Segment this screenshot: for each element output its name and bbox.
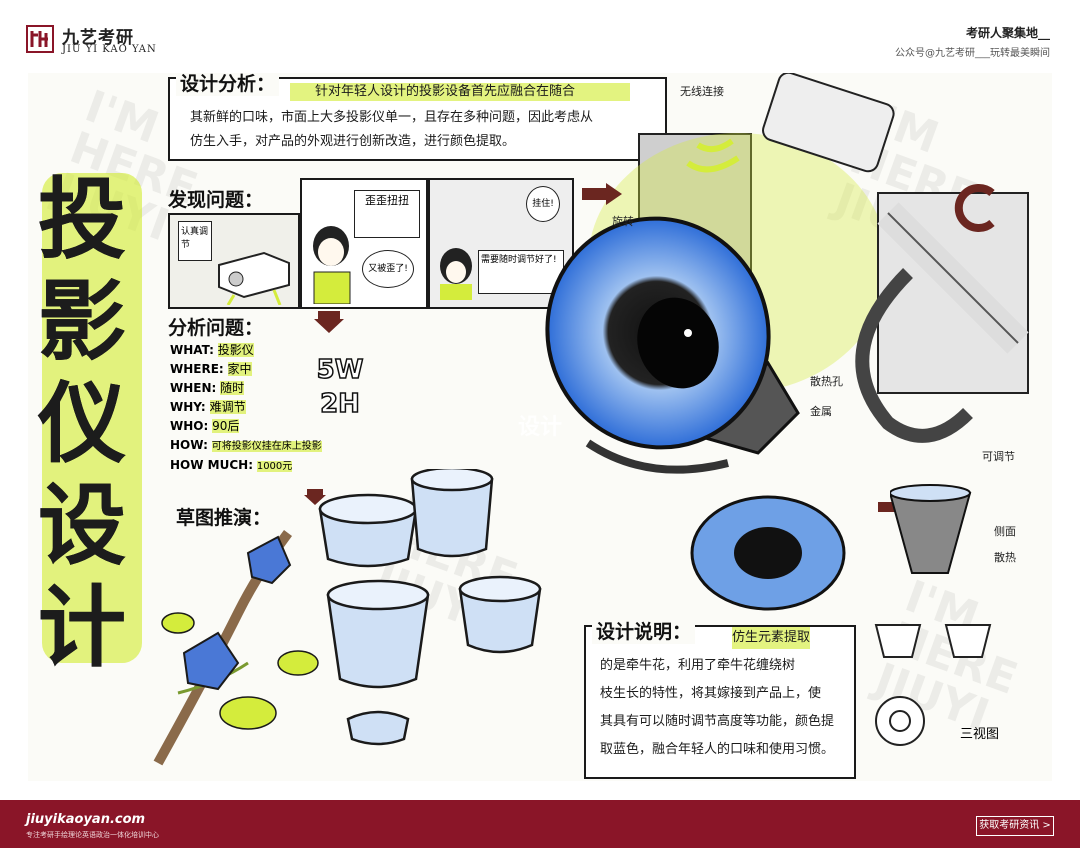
title-char: 影	[38, 269, 127, 373]
annotation-heat: 散热	[994, 551, 1016, 564]
rotate-arrow-icon	[954, 184, 995, 232]
sketch-cups-illustration	[318, 469, 542, 746]
problem-panel-3: 挂住! 需要随时调节好了!	[428, 178, 574, 309]
projector-side-render	[690, 495, 846, 611]
row-key: WHO:	[170, 419, 209, 433]
design-note-line: 仿生元素提取	[732, 627, 811, 649]
morning-glory-illustration	[153, 530, 319, 766]
down-arrow-icon	[304, 489, 326, 505]
logo-icon	[26, 25, 54, 53]
row-key: HOW MUCH:	[170, 458, 253, 472]
three-view-drawing	[874, 624, 992, 746]
design-note-title: 设计说明：	[592, 617, 696, 644]
center-watermark: 设计	[518, 415, 563, 440]
title-char: 计	[38, 575, 127, 679]
logo-subtext: JIU YI KAO YAN	[62, 44, 157, 55]
row-key: WHY:	[170, 400, 206, 414]
row-key: WHEN:	[170, 381, 217, 395]
down-arrow-icon	[314, 311, 344, 333]
page-footer	[0, 800, 1080, 848]
row-value: 难调节	[209, 400, 246, 414]
row-value: 家中	[227, 362, 252, 376]
badge-top: 5W	[316, 354, 364, 386]
footer-brand[interactable]: jiuyikaoyan.com	[26, 812, 146, 827]
analysis-line: 仿生入手，对产品的外观进行创新改造，进行颜色提取。	[190, 134, 516, 149]
row-key: WHAT:	[170, 343, 214, 357]
get-info-button[interactable]: 获取考研资讯 >	[976, 816, 1054, 836]
annotation-rotate: 旋转	[612, 215, 634, 228]
row-value: 90后	[212, 419, 240, 433]
analysis-row: HOW MUCH: 1000元	[170, 456, 370, 476]
analysis-row: WHAT: 投影仪	[170, 341, 370, 360]
row-value: 1000元	[256, 461, 293, 472]
badge-bottom: 2H	[319, 388, 360, 420]
title-highlight	[42, 173, 142, 663]
slogan: 考研人聚集地__	[965, 26, 1050, 40]
sketch-title: 草图推演：	[176, 507, 272, 529]
speech-bubble: 挂住!	[526, 186, 560, 222]
wechat-account: 公众号@九艺考研___玩转最美瞬间	[895, 48, 1050, 59]
annotation-side: 侧面	[994, 525, 1016, 538]
design-analysis-box: 设计分析： 针对年轻人设计的投影设备首先应融合在随合 其新鲜的口味，市面上大多投…	[168, 73, 667, 161]
analysis-row: WHERE: 家中	[170, 360, 370, 379]
annotation-metal: 金属	[810, 405, 832, 418]
row-value: 随时	[220, 381, 245, 395]
panel-note: 认真调节	[178, 221, 212, 261]
row-value: 可将投影仪挂在床上投影	[211, 441, 322, 452]
projector-render	[545, 216, 800, 474]
speech-bubble: 歪歪扭扭	[354, 190, 420, 238]
design-note-line: 的是牵牛花，利用了牵牛花缠绕树	[600, 658, 796, 673]
analysis-row: HOW: 可将投影仪挂在床上投影	[170, 436, 370, 456]
phone-icon	[762, 73, 895, 173]
hanging-arm	[855, 192, 1029, 443]
analysis-row: WHO: 90后	[170, 417, 370, 436]
problem-panel-1: 认真调节	[168, 213, 300, 309]
title-char: 仪	[38, 371, 127, 475]
three-view-label: 三视图	[960, 727, 1000, 742]
cup-side-render	[890, 484, 972, 574]
title-char: 投	[38, 167, 127, 271]
text-highlight	[290, 83, 630, 101]
footer-description: 专注考研手绘理论英语政治一体化培训中心	[26, 831, 159, 839]
analysis-row: WHY: 难调节	[170, 398, 370, 417]
wireless-icon	[686, 138, 740, 173]
design-note-line: 取蓝色，融合年轻人的口味和使用习惯。	[600, 742, 835, 757]
analysis-list: WHAT: 投影仪 WHERE: 家中 WHEN: 随时 WHY: 难调节 WH…	[170, 341, 370, 476]
row-key: WHERE:	[170, 362, 224, 376]
title-char: 设	[38, 473, 127, 577]
analysis-row: WHEN: 随时	[170, 379, 370, 398]
problem-panel-2: 歪歪扭扭 又被歪了!	[300, 178, 428, 309]
design-note-line: 其具有可以随时调节高度等功能，颜色提	[600, 714, 835, 729]
design-note-line: 枝生长的特性，将其嫁接到产品上，使	[600, 686, 822, 701]
main-title: 投 影 仪 设 计	[38, 168, 158, 678]
projector-sketch-icon	[218, 251, 290, 305]
design-analysis-title: 设计分析：	[176, 73, 280, 96]
design-board: I'M HERE JIUYI I'M HERE JIUYI I'M HERE J…	[28, 73, 1052, 781]
5w2h-badge: 5W 2H	[310, 353, 370, 425]
row-value: 投影仪	[217, 343, 254, 357]
annotation-wireless: 无线连接	[680, 85, 724, 98]
problem-title: 发现问题：	[168, 189, 264, 211]
person-icon	[440, 248, 472, 300]
analysis-line: 其新鲜的口味，市面上大多投影仪单一，且存在多种问题，因此考虑从	[190, 110, 594, 125]
design-note-box: 设计说明： 仿生元素提取 的是牵牛花，利用了牵牛花缠绕树 枝生长的特性，将其嫁接…	[584, 617, 856, 779]
logo-text: 九艺考研	[62, 28, 134, 48]
page-header	[0, 0, 1080, 72]
analysis-line: 针对年轻人设计的投影设备首先应融合在随合	[315, 84, 576, 99]
speech-bubble: 又被歪了!	[362, 250, 414, 288]
row-key: HOW:	[170, 438, 208, 452]
annotation-mesh: 散热孔	[810, 375, 843, 388]
analysis-title: 分析问题：	[168, 317, 264, 339]
right-arrow-icon	[582, 183, 622, 205]
annotation-adjust: 可调节	[982, 450, 1015, 463]
person-icon	[313, 226, 351, 304]
